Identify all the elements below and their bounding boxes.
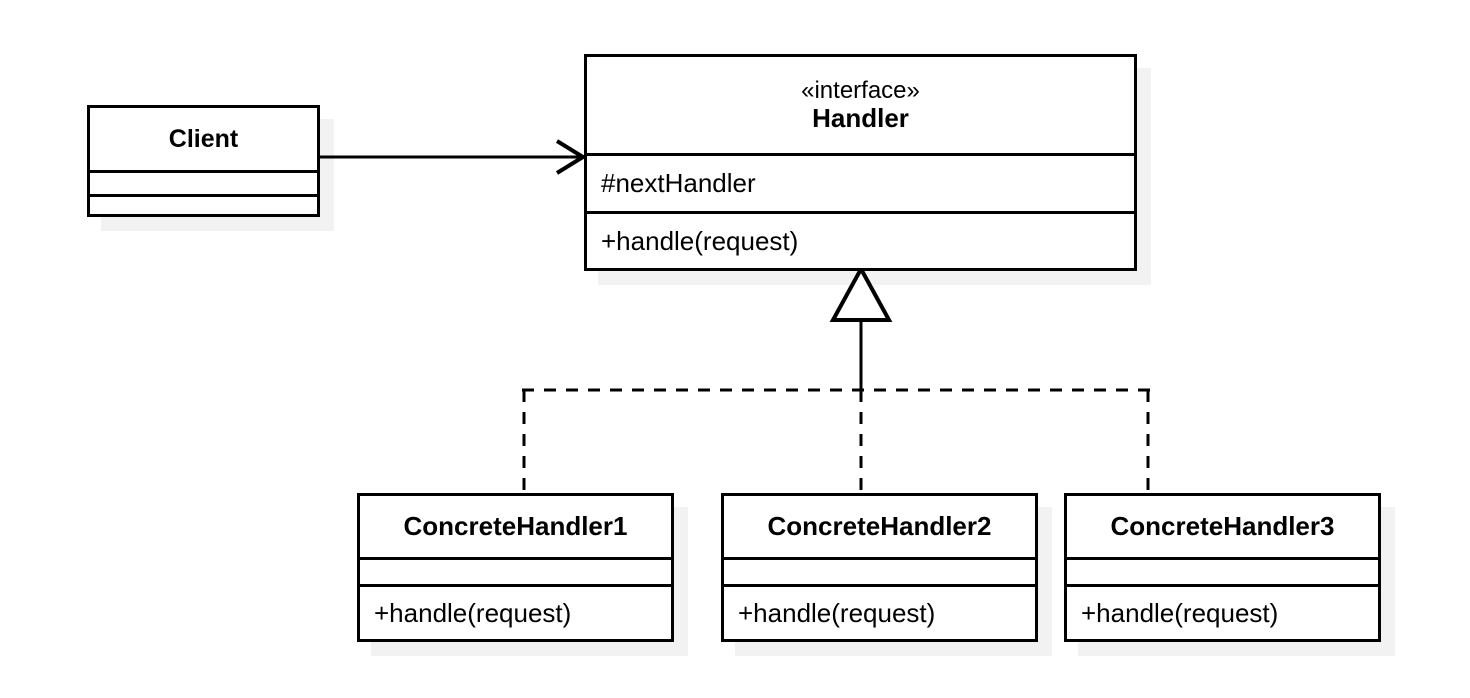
class-box-handler[interactable]: «interface» Handler #nextHandler +handle… [584,54,1137,271]
concrete-handler-2-operation-handle: +handle(request) [738,597,936,628]
concrete-handler-1-operation-handle: +handle(request) [374,597,572,628]
handler-attribute-next-handler: #nextHandler [601,168,756,198]
concrete-handler-1-attributes-compartment [360,557,671,584]
concrete-handler-1-operations-compartment: +handle(request) [360,584,671,639]
client-attributes-compartment [90,170,317,194]
client-class-name: Client [168,125,239,153]
handler-class-name: Handler [812,103,909,134]
realization-tree [522,264,1150,495]
handler-operations-compartment: +handle(request) [587,211,1134,268]
concrete-handler-3-operation-handle: +handle(request) [1081,597,1279,628]
concrete-handler-1-name-compartment: ConcreteHandler1 [360,496,671,557]
class-box-client[interactable]: Client [87,105,320,217]
class-box-concrete-handler-3[interactable]: ConcreteHandler3 +handle(request) [1064,493,1381,642]
handler-stereotype: «interface» [801,76,920,104]
concrete-handler-3-attributes-compartment [1067,557,1378,584]
concrete-handler-1-class-name: ConcreteHandler1 [403,510,628,541]
handler-operation-handle: +handle(request) [601,225,799,256]
handler-attributes-compartment: #nextHandler [587,153,1134,211]
concrete-handler-2-attributes-compartment [724,557,1035,584]
concrete-handler-3-operations-compartment: +handle(request) [1067,584,1378,639]
class-box-concrete-handler-1[interactable]: ConcreteHandler1 +handle(request) [357,493,674,642]
handler-name-compartment: «interface» Handler [587,57,1134,153]
concrete-handler-2-operations-compartment: +handle(request) [724,584,1035,639]
concrete-handler-3-class-name: ConcreteHandler3 [1110,510,1335,541]
concrete-handler-2-class-name: ConcreteHandler2 [767,510,992,541]
association-client-handler [320,139,587,175]
client-operations-compartment [90,194,317,214]
class-box-concrete-handler-2[interactable]: ConcreteHandler2 +handle(request) [721,493,1038,642]
client-name-compartment: Client [90,108,317,170]
concrete-handler-2-name-compartment: ConcreteHandler2 [724,496,1035,557]
concrete-handler-3-name-compartment: ConcreteHandler3 [1067,496,1378,557]
open-arrow-head [555,139,587,175]
